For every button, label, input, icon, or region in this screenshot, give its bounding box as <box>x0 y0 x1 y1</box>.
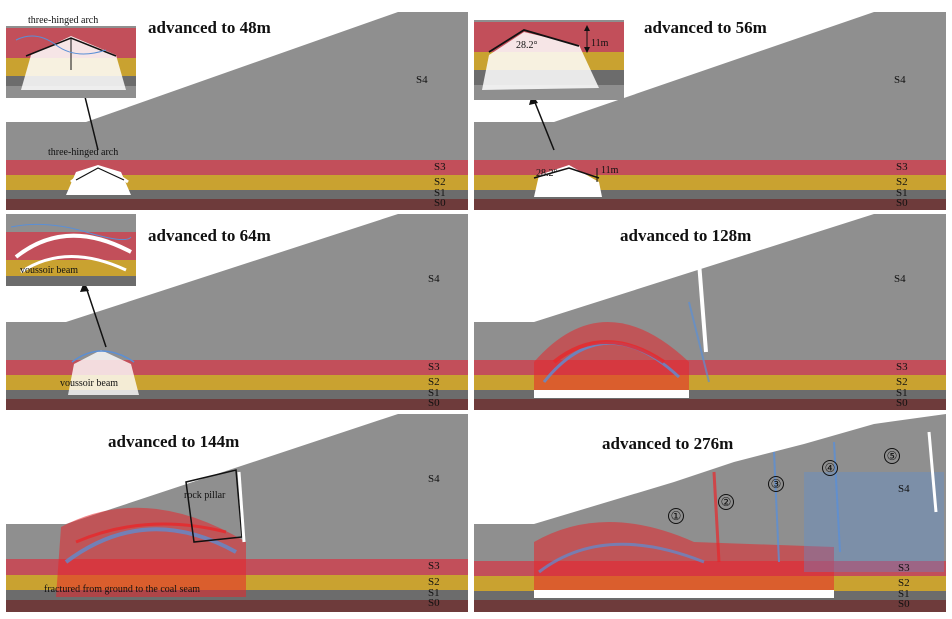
voussoir-label: voussoir beam <box>60 378 119 389</box>
panel-56m: advanced to 56m 28.2° 11m 28.2° 11m S4 S… <box>474 10 946 210</box>
panel-title: advanced to 128m <box>620 226 752 245</box>
layer-label-s4: S4 <box>428 473 440 485</box>
panel-128m: advanced to 128m S4 S3 S2 S1 S0 <box>474 212 946 410</box>
layer-label-s0: S0 <box>898 598 910 610</box>
inset-label: three-hinged arch <box>28 15 99 26</box>
panel-48m: advanced to 48m three-hinged arch three-… <box>6 10 468 210</box>
zone-marker-1: ① <box>668 508 684 524</box>
layer-label-s2: S2 <box>434 176 446 188</box>
panel-title: advanced to 48m <box>148 18 271 37</box>
strata-model <box>474 214 946 410</box>
zone-marker-4: ④ <box>822 460 838 476</box>
layer-label-s0: S0 <box>428 397 440 409</box>
layer-label-s3: S3 <box>896 361 908 373</box>
layer-label-s3: S3 <box>434 161 446 173</box>
arch-label: three-hinged arch <box>48 147 119 158</box>
strata-model <box>6 12 468 210</box>
layer-label-s3: S3 <box>428 361 440 373</box>
strata-model <box>6 214 468 410</box>
layer-label-s1: S1 <box>428 587 440 599</box>
layer-label-s1: S1 <box>434 187 446 199</box>
rock-pillar-label: rock pillar <box>184 490 226 501</box>
layer-label-s0: S0 <box>428 597 440 609</box>
panel-title: advanced to 276m <box>602 434 734 453</box>
layer-label-s4: S4 <box>416 74 428 86</box>
layer-label-s2: S2 <box>896 376 908 388</box>
layer-label-s1: S1 <box>898 588 910 600</box>
layer-label-s3: S3 <box>428 560 440 572</box>
layer-label-s1: S1 <box>428 387 440 399</box>
layer-label-s4: S4 <box>894 74 906 86</box>
panel-title: advanced to 64m <box>148 226 271 245</box>
panel-title: advanced to 144m <box>108 432 240 451</box>
inset-height-label: 11m <box>591 38 609 49</box>
layer-label-s2: S2 <box>428 576 440 588</box>
layer-label-s2: S2 <box>898 577 910 589</box>
panel-64m: advanced to 64m voussoir beam voussoir b… <box>6 212 468 410</box>
layer-label-s2: S2 <box>428 376 440 388</box>
layer-label-s3: S3 <box>898 562 910 574</box>
zone-marker-5: ⑤ <box>884 448 900 464</box>
layer-label-s2: S2 <box>896 176 908 188</box>
strata-model <box>6 414 468 612</box>
height-label: 11m <box>601 165 619 176</box>
layer-label-s3: S3 <box>896 161 908 173</box>
layer-label-s4: S4 <box>428 273 440 285</box>
angle-label: 28.2° <box>536 168 558 179</box>
layer-label-s4: S4 <box>898 483 910 495</box>
panel-276m: advanced to 276m ① ② ③ ④ ⑤ S4 S3 S2 S1 S… <box>474 412 946 612</box>
fracture-label: fractured from ground to the coal seam <box>44 584 201 595</box>
layer-label-s1: S1 <box>896 187 908 199</box>
layer-label-s0: S0 <box>896 197 908 209</box>
layer-label-s0: S0 <box>434 197 446 209</box>
zone-marker-2: ② <box>718 494 734 510</box>
layer-label-s4: S4 <box>894 273 906 285</box>
panel-title: advanced to 56m <box>644 18 767 37</box>
panel-144m: advanced to 144m rock pillar fractured f… <box>6 412 468 612</box>
strata-model <box>474 12 946 210</box>
layer-label-s0: S0 <box>896 397 908 409</box>
layer-label-s1: S1 <box>896 387 908 399</box>
inset-label: voussoir beam <box>20 265 79 276</box>
inset-angle-label: 28.2° <box>516 40 538 51</box>
zone-marker-3: ③ <box>768 476 784 492</box>
